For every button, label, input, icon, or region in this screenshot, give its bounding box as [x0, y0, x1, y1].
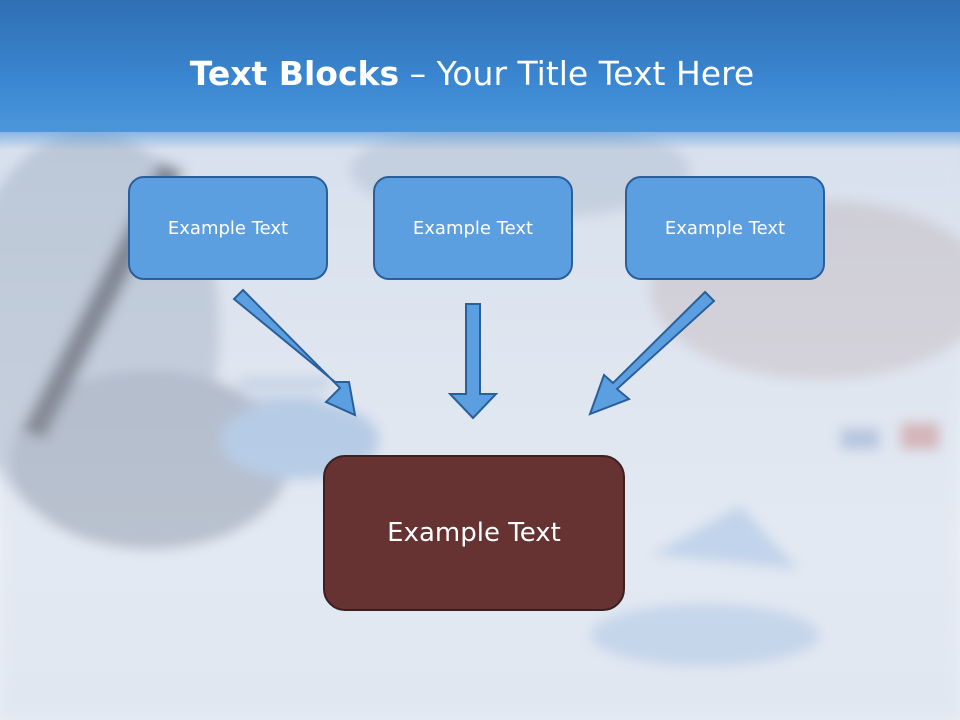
text-block-bottom[interactable]: Example Text: [323, 455, 625, 611]
title-bar: [0, 0, 960, 132]
arrow-center: [447, 303, 499, 420]
title-bold-part: Text Blocks: [189, 54, 400, 93]
arrow-left: [232, 288, 357, 417]
text-block-top-center[interactable]: Example Text: [373, 176, 573, 280]
text-block-top-right[interactable]: Example Text: [625, 176, 825, 280]
text-block-top-left[interactable]: Example Text: [128, 176, 328, 280]
title-bar-fade: [0, 120, 960, 150]
arrow-right: [588, 290, 716, 416]
text-block-top-left-label: Example Text: [167, 217, 289, 239]
text-block-top-right-label: Example Text: [664, 217, 786, 239]
text-block-top-center-label: Example Text: [412, 217, 534, 239]
title-separator: –: [399, 54, 437, 93]
text-block-bottom-label: Example Text: [387, 518, 561, 548]
slide-title: Text Blocks – Your Title Text Here: [0, 52, 944, 96]
title-rest: Your Title Text Here: [436, 54, 755, 93]
